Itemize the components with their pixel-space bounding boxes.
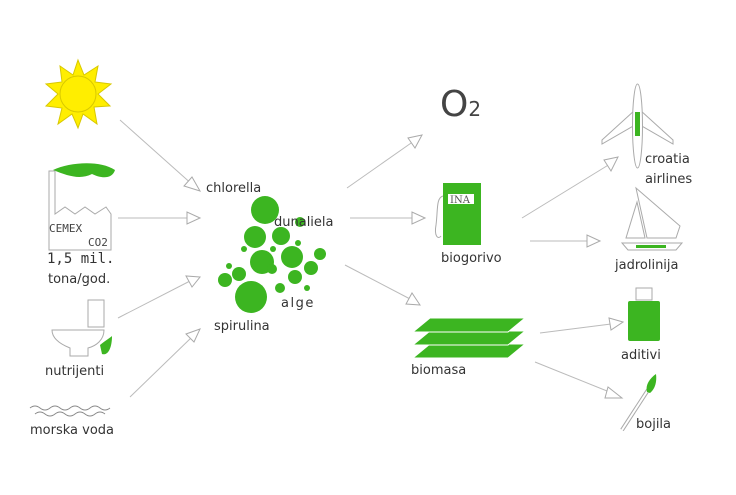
dyes-label: bojila [636, 417, 671, 432]
algae-cells [218, 196, 326, 313]
airline-line2: airlines [645, 172, 692, 187]
arrows [117, 119, 625, 399]
biofuel-label: biogorivo [441, 251, 502, 266]
sailboat-icon [620, 186, 684, 251]
co2-amount: 1,5 mil. [47, 251, 114, 267]
ferry-label: jadrolinija [614, 258, 679, 273]
sun-icon [44, 58, 113, 130]
additives-label: aditivi [621, 348, 661, 363]
pump-brand: INA [450, 195, 471, 206]
biomass-label: biomasa [411, 363, 466, 378]
factory-brand: CEMEX [49, 222, 82, 235]
airplane-icon [601, 83, 674, 169]
paintbrush-icon [620, 374, 657, 432]
bottle-icon [628, 287, 660, 341]
chlorella-label: chlorella [206, 181, 261, 196]
nutrients-label: nutrijenti [45, 364, 104, 379]
factory-icon: CEMEX CO2 [48, 163, 115, 251]
dunaliela-label: dunaliela [274, 215, 334, 230]
fuel-pump-icon: INA [435, 183, 481, 245]
oxygen-label: O2 [440, 84, 481, 125]
toilet-icon [51, 299, 112, 357]
airline-line1: croatia [645, 152, 690, 167]
co2-unit: tona/god. [48, 272, 110, 287]
spirulina-label: spirulina [214, 319, 270, 334]
waves-icon [29, 405, 111, 417]
factory-gas: CO2 [88, 236, 108, 249]
alge-label: alge [281, 296, 315, 311]
biomass-layers-icon [411, 317, 527, 359]
seawater-label: morska voda [30, 423, 114, 438]
